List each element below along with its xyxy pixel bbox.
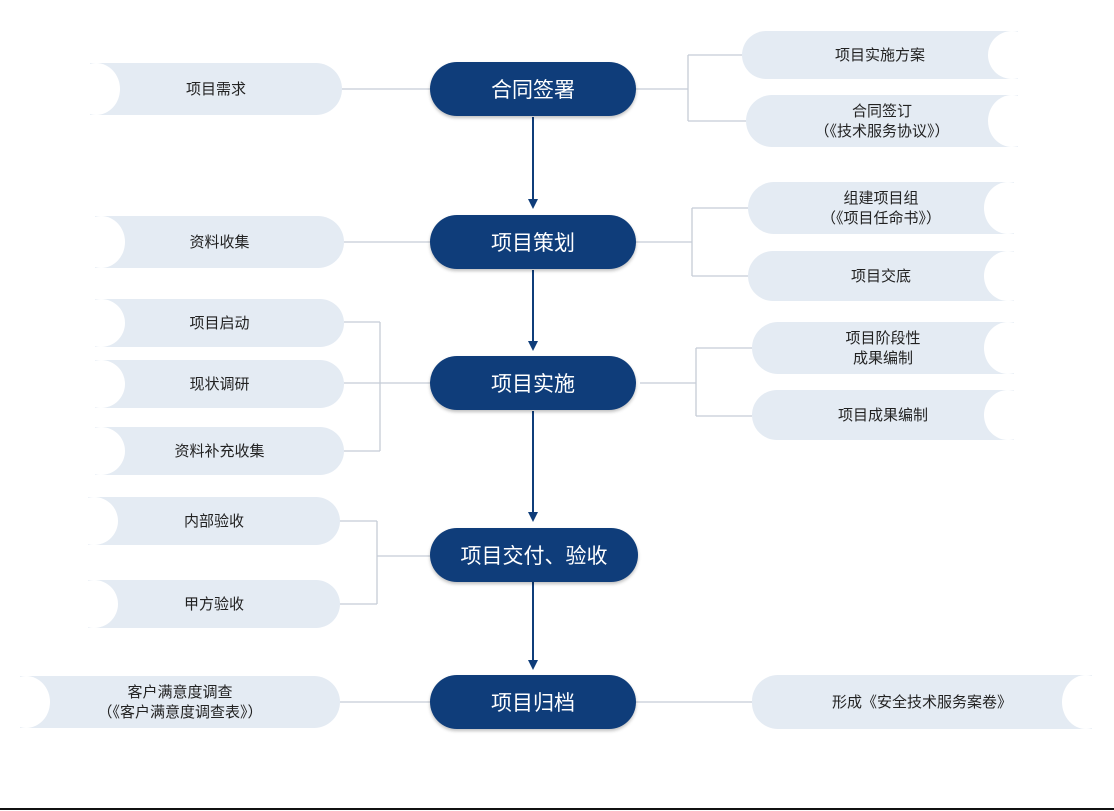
- right-item-label: 项目实施方案: [834, 46, 925, 64]
- left-item-client-acceptance: 甲方验收: [88, 580, 340, 628]
- right-item-label-line2: （《技术服务协议》）: [814, 122, 950, 140]
- notch: [20, 676, 50, 728]
- left-item-satisfaction-survey: 客户满意度调查 （《客户满意度调查表》）: [20, 676, 340, 728]
- right-item-label-line1: 项目阶段性: [845, 329, 921, 347]
- notch: [984, 251, 1014, 301]
- right-item-handover: 项目交底: [748, 251, 1014, 301]
- left-item-label: 甲方验收: [183, 595, 244, 613]
- right-item-label-line2: （《项目任命书》）: [820, 209, 941, 227]
- right-item-results-compilation: 项目成果编制: [752, 390, 1014, 440]
- step-delivery-acceptance: 项目交付、验收: [430, 528, 638, 582]
- notch: [1062, 675, 1092, 729]
- notch: [95, 360, 125, 408]
- step-contract-signing: 合同签署: [430, 62, 636, 116]
- left-item-supplementary-collection: 资料补充收集: [95, 427, 344, 475]
- left-item-label-line2: （《客户满意度调查表》）: [97, 703, 263, 721]
- left-item-survey: 现状调研: [95, 360, 344, 408]
- notch: [988, 95, 1018, 147]
- notch: [984, 322, 1014, 374]
- notch: [88, 497, 118, 545]
- step-project-implementation: 项目实施: [430, 356, 636, 410]
- left-item-internal-acceptance: 内部验收: [88, 497, 340, 545]
- notch: [984, 390, 1014, 440]
- notch: [95, 427, 125, 475]
- right-item-phase-results: 项目阶段性 成果编制: [752, 322, 1014, 374]
- notch: [988, 31, 1018, 79]
- left-item-requirements: 项目需求: [90, 63, 342, 115]
- left-item-data-collection: 资料收集: [95, 216, 344, 268]
- right-item-label-line2: 成果编制: [852, 349, 913, 367]
- left-item-kickoff: 项目启动: [95, 299, 344, 347]
- left-item-label-line1: 客户满意度调查: [127, 683, 233, 701]
- right-item-label: 项目交底: [850, 267, 911, 285]
- notch: [95, 299, 125, 347]
- right-item-label-line1: 合同签订: [851, 102, 912, 120]
- notch: [95, 216, 125, 268]
- step-project-planning: 项目策划: [430, 215, 636, 269]
- right-item-team-setup: 组建项目组 （《项目任命书》）: [748, 182, 1014, 234]
- right-item-label: 项目成果编制: [837, 406, 928, 424]
- left-item-label: 内部验收: [183, 512, 244, 530]
- notch: [88, 580, 118, 628]
- right-item-service-dossier: 形成《安全技术服务案卷》: [752, 675, 1092, 729]
- left-item-label: 资料补充收集: [174, 442, 265, 460]
- left-item-label: 项目启动: [189, 314, 250, 332]
- left-item-label: 资料收集: [189, 233, 250, 251]
- right-item-implementation-plan: 项目实施方案: [742, 31, 1018, 79]
- right-item-contract-signing: 合同签订 （《技术服务协议》）: [746, 95, 1018, 147]
- bottom-divider: [0, 808, 1114, 810]
- notch: [90, 63, 120, 115]
- left-item-label: 现状调研: [189, 375, 250, 393]
- notch: [984, 182, 1014, 234]
- left-item-label: 项目需求: [185, 80, 246, 98]
- step-project-archive: 项目归档: [430, 675, 636, 729]
- right-item-label-line1: 组建项目组: [843, 189, 919, 207]
- right-item-label: 形成《安全技术服务案卷》: [831, 693, 1012, 711]
